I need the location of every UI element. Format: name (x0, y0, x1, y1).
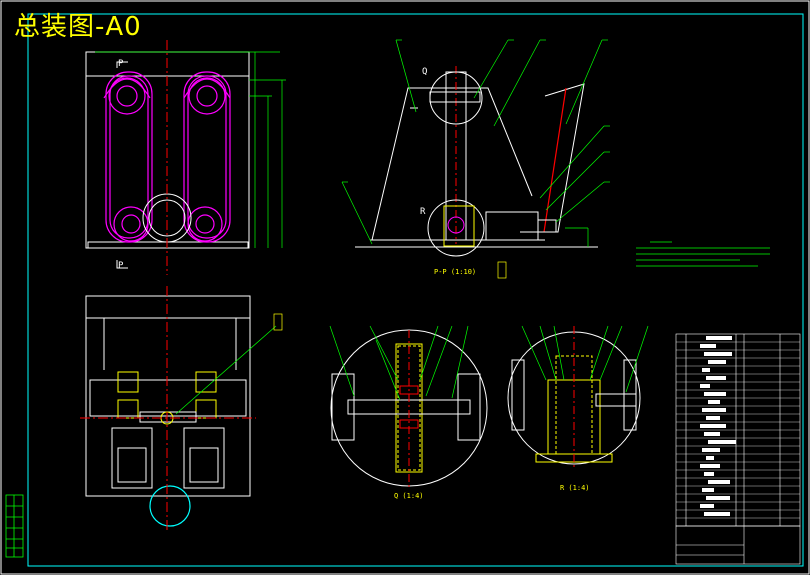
parts-row-text-mark (706, 496, 730, 500)
detail-q-label: Q (1:4) (394, 492, 424, 500)
parts-row-text-mark (704, 472, 714, 476)
detail-q-mark: Q (422, 67, 427, 77)
parts-list-table (675, 333, 801, 565)
section-pp-label: P-P (1:10) (434, 268, 476, 276)
parts-row-text-mark (700, 384, 710, 388)
cut-mark-top: P (118, 59, 124, 69)
detail-r-view: R (1:4) (507, 325, 649, 492)
parts-row-text-mark (700, 464, 720, 468)
parts-row-text-mark (702, 448, 720, 452)
section-view-pp: Q R P-P (1:10) (341, 39, 610, 279)
parts-row-text-mark (704, 432, 720, 436)
front-view: P P (85, 40, 286, 275)
parts-row-text-mark (708, 480, 730, 484)
parts-row-text-mark (706, 376, 726, 380)
cut-mark-bottom: P (118, 261, 124, 271)
parts-row-text-mark (708, 400, 720, 404)
parts-list-text-marks (700, 336, 736, 516)
drawing-title: 总装图-A0 (14, 12, 142, 42)
parts-row-text-mark (700, 504, 714, 508)
parts-row-text-mark (708, 440, 736, 444)
parts-row-text-mark (708, 360, 726, 364)
parts-row-text-mark (702, 488, 714, 492)
parts-row-text-mark (704, 352, 732, 356)
technical-notes (636, 241, 770, 267)
binding-strip-table (5, 494, 24, 558)
top-view (80, 286, 283, 530)
detail-q-view: Q (1:4) (329, 325, 488, 500)
parts-row-text-mark (704, 392, 726, 396)
parts-row-text-mark (700, 344, 716, 348)
parts-row-text-mark (702, 368, 710, 372)
inner-frame (27, 13, 804, 567)
detail-r-label: R (1:4) (560, 484, 590, 492)
parts-row-text-mark (700, 424, 726, 428)
parts-row-text-mark (706, 336, 732, 340)
parts-row-text-mark (704, 512, 730, 516)
parts-row-text-mark (702, 408, 726, 412)
parts-list-rows (676, 341, 800, 519)
detail-r-mark: R (420, 207, 426, 217)
parts-row-text-mark (706, 456, 714, 460)
parts-row-text-mark (706, 416, 720, 420)
